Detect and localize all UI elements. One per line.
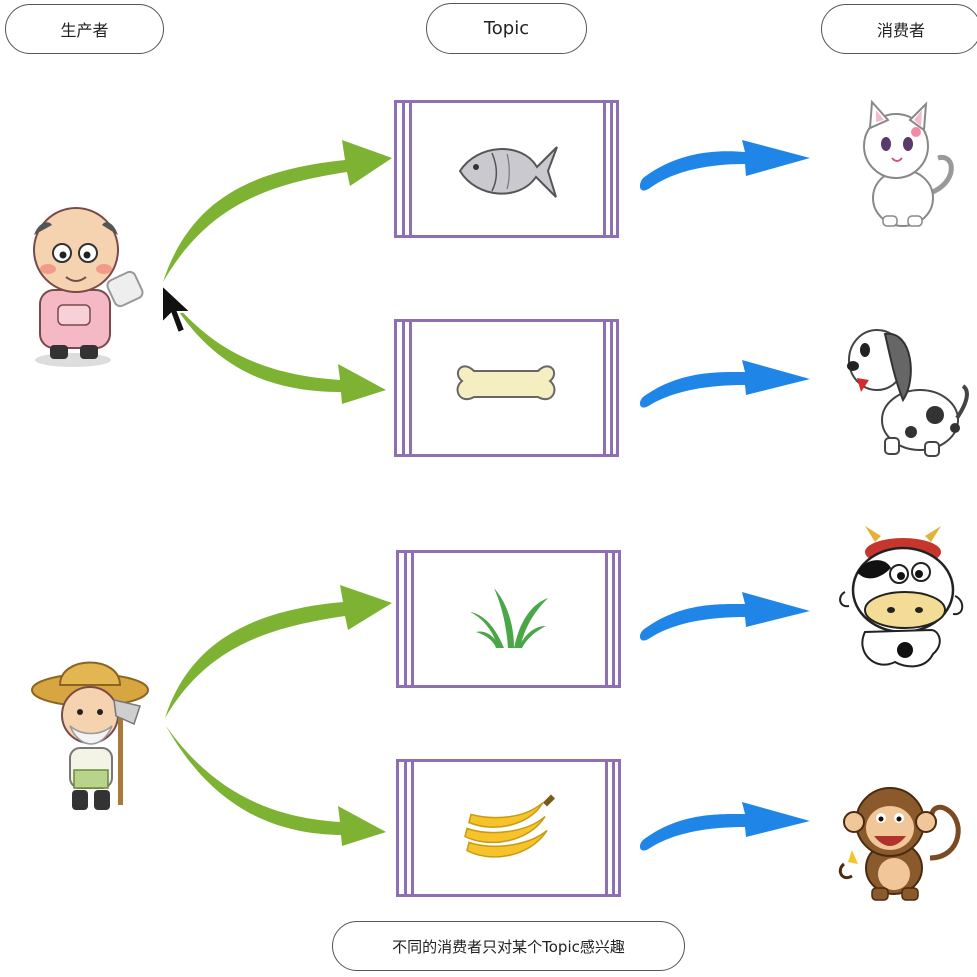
producer-arrow-1: [163, 140, 392, 282]
fish-icon: [452, 129, 562, 209]
topic-queue-banana: [396, 759, 621, 897]
footer-note: 不同的消费者只对某个Topic感兴趣: [332, 921, 685, 971]
producer-arrow-3: [165, 585, 392, 718]
topic-queue-grass: [396, 550, 621, 688]
producer-arrows: [163, 140, 392, 846]
producer-arrow-2: [168, 295, 386, 404]
dog-icon: [845, 320, 970, 460]
monkey-icon: [832, 778, 972, 906]
bone-icon: [452, 353, 562, 423]
consumer-arrow-2: [640, 360, 810, 408]
grass-icon: [464, 584, 554, 654]
cow-icon: [835, 522, 970, 680]
banana-icon: [459, 791, 559, 866]
consumer-arrow-4: [640, 802, 810, 851]
consumer-arrow-1: [640, 140, 810, 191]
cat-icon: [848, 98, 958, 233]
farmer-icon: [30, 640, 160, 820]
consumer-arrow-3: [640, 592, 810, 641]
producer-arrow-4: [166, 726, 386, 846]
topic-queue-fish: [394, 100, 619, 238]
old-man-chef-icon: [18, 195, 158, 370]
consumer-arrows: [640, 140, 810, 851]
topic-queue-bone: [394, 319, 619, 457]
mouse-cursor-icon: [160, 283, 196, 339]
